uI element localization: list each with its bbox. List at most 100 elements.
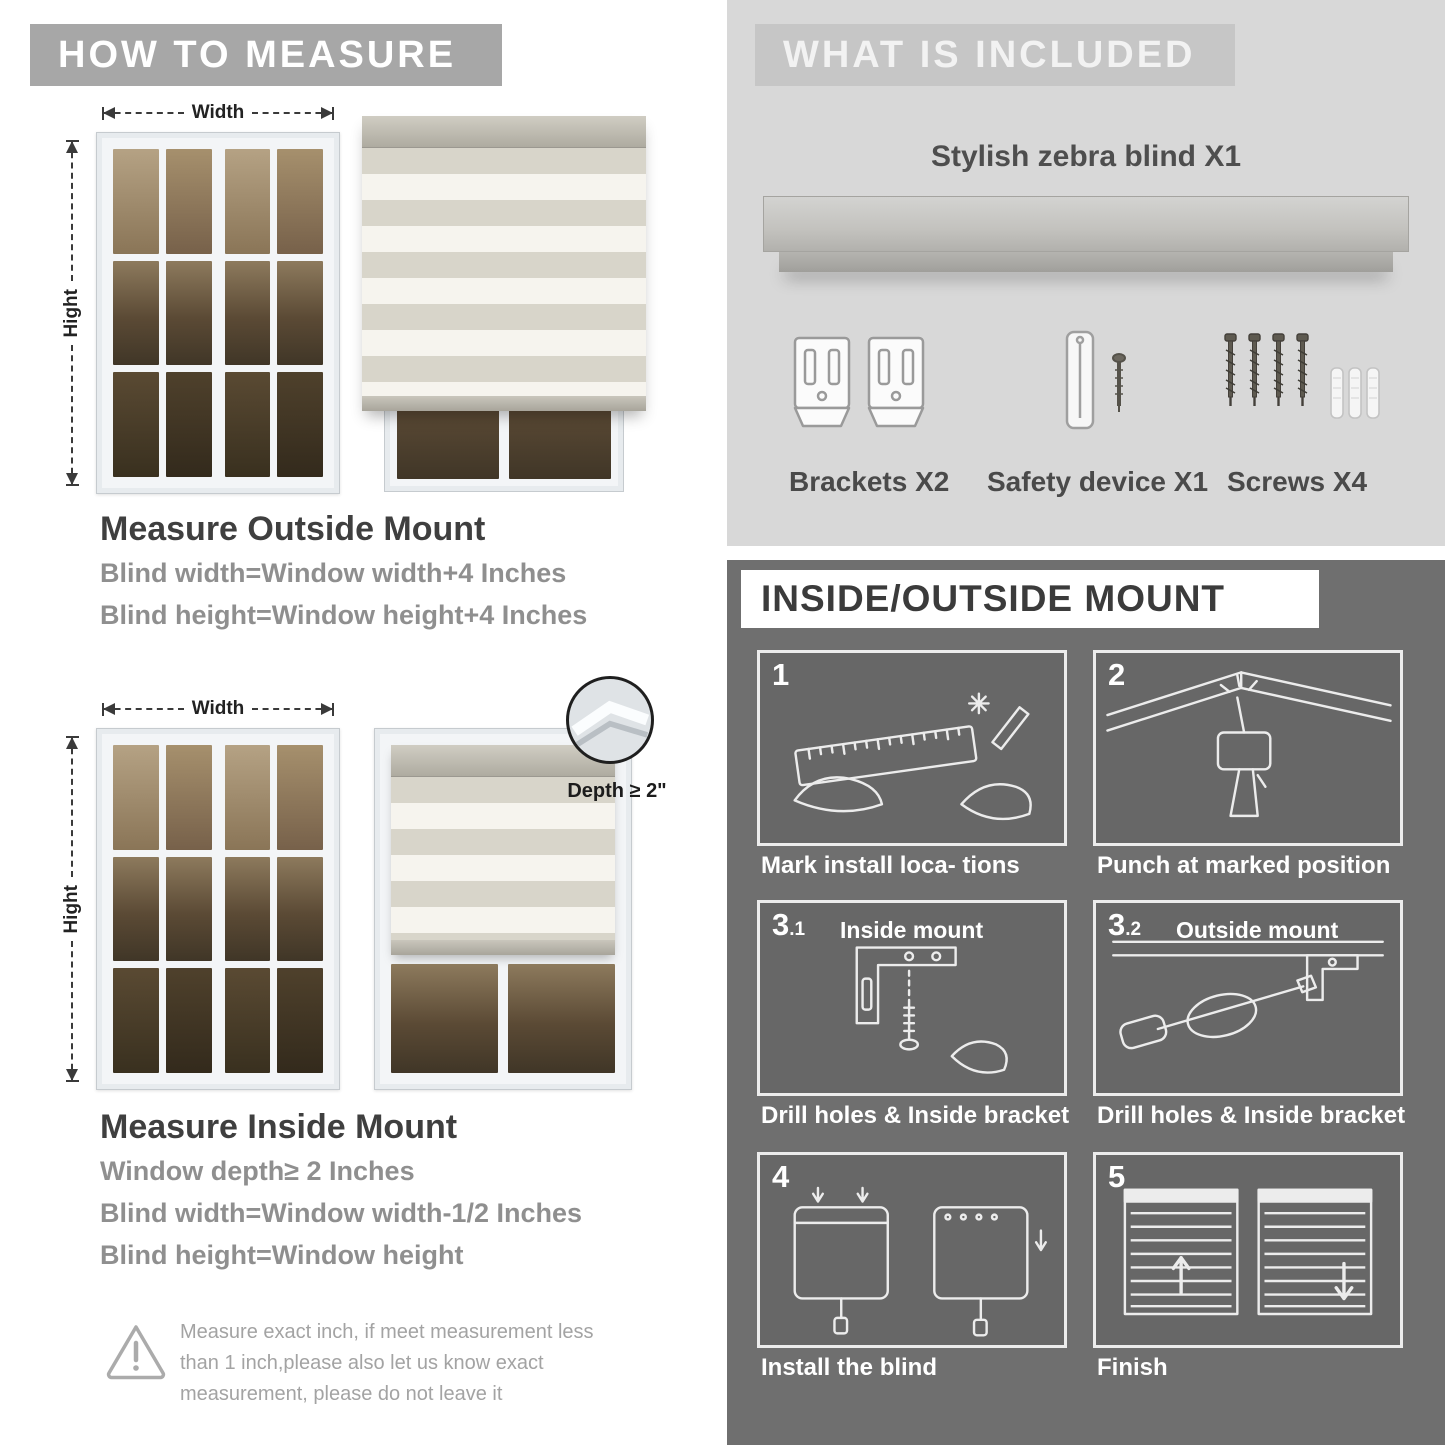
glass-cell [165,260,212,366]
glass-cell [165,856,212,962]
outside-mount-blind-illustration [362,116,646,492]
step-number: 1 [772,657,789,693]
finish-illustration [1123,1188,1373,1316]
inside-mount-formula-width: Blind width=Window width-1/2 Inches [100,1198,583,1228]
glass-cell [113,260,159,366]
blind-bottomrail [362,396,646,411]
mount-guide-section: INSIDE/OUTSIDE MOUNT 1 Mark install lo [727,560,1445,1445]
window-pane [224,745,323,1073]
measure-tick [65,140,79,142]
step-number-main: 1 [772,657,790,692]
glass-cell [277,856,323,962]
glass-cell [391,963,498,1073]
inside-mount-blind-illustration [374,728,632,1090]
step-number-main: 3 [1108,907,1126,942]
window-sash [113,745,323,1073]
window-corner-detail [571,700,650,749]
mount-guide-banner: INSIDE/OUTSIDE MOUNT [741,570,1319,628]
glass-cell [224,968,271,1073]
step-panel-1: 1 [757,650,1067,846]
window-pane [113,149,212,477]
what-is-included-section: WHAT IS INCLUDED Stylish zebra blind X1 [727,0,1445,546]
step-number: 3.2 [1108,907,1141,943]
height-measure-arrow: Hight [61,140,82,487]
glass-cell [113,149,159,254]
glass-cell [224,745,271,850]
measure-tick [332,106,334,120]
step-caption: Punch at marked position [1097,852,1391,879]
window-sash [113,149,323,477]
depth-callout-label: Depth ≥ 2" [567,780,667,802]
step-panel-4: 4 [757,1152,1067,1348]
width-label: Width [191,698,245,719]
step-number-main: 4 [772,1159,790,1194]
step-caption: Drill holes & Inside bracket [1097,1102,1406,1129]
step-caption: Drill holes & Inside bracket [761,1102,1070,1129]
mark-location-illustration [793,692,1032,821]
brackets-label: Brackets X2 [789,466,950,497]
zebra-blind [391,745,615,955]
glass-cell [224,149,271,254]
step-caption: Mark install loca- tions [761,852,1020,879]
height-label: Hight [61,884,82,934]
glass-cell [165,745,212,850]
glass-cell [165,149,212,254]
glass-cell [113,372,159,477]
step-number-main: 2 [1108,657,1126,692]
measure-tick [102,106,104,120]
blind-stripes [362,148,646,396]
bracket-icon [793,336,851,428]
step-caption: Install the blind [761,1354,938,1381]
measure-tick [65,736,79,738]
screws-label: Screws X4 [1227,466,1368,497]
outside-mount-formula-width: Blind width=Window width+4 Inches [100,558,567,588]
step-number-sub: .1 [789,919,806,940]
measurement-warning-text: Measure exact inch, if meet measurement … [180,1317,650,1410]
blind-headrail [362,116,646,148]
what-is-included-banner: WHAT IS INCLUDED [755,24,1235,86]
warning-line-1: Measure exact inch, if meet measurement … [180,1321,594,1343]
glass-cell [277,149,323,254]
height-label: Hight [61,288,82,338]
measure-tick [332,702,334,716]
inside-mount-title: Measure Inside Mount [100,1108,458,1146]
how-to-measure-title: HOW TO MEASURE [58,33,457,76]
window-pane [113,745,212,1073]
safety-device-label: Safety device X1 [987,466,1209,497]
measure-tick [65,1080,79,1083]
step-title: Inside mount [840,917,984,943]
drill-illustration [1106,671,1392,818]
step-number: 3.1 [772,907,805,943]
step-panel-2: 2 [1093,650,1403,846]
step-panel-3-1: 3.1 Inside mount [757,900,1067,1096]
width-measure-arrow: Width [102,102,334,123]
outside-mount-formula-height: Blind height=Window height+4 Inches [100,600,588,630]
glass-cell [224,260,271,366]
brackets-illustration [791,334,927,432]
width-label: Width [191,102,245,123]
height-measure-arrow: Hight [61,736,82,1083]
what-is-included-title: WHAT IS INCLUDED [783,33,1196,76]
safety-device-icon [1065,330,1126,430]
measure-tick [65,484,79,487]
window-pane [224,149,323,477]
measure-line [66,345,78,485]
blind-bottomrail [391,939,615,955]
depth-callout-circle [566,676,654,764]
step-caption: Finish [1097,1354,1168,1381]
step-panel-5: 5 [1093,1152,1403,1348]
measure-line [66,141,78,281]
how-to-measure-banner: HOW TO MEASURE [30,24,502,86]
measure-line [252,703,333,715]
headrail-bar [763,196,1409,252]
glass-cell [165,372,212,477]
headrail-lip [779,252,1393,272]
glass-cell [508,963,615,1073]
glass-cell [224,856,271,962]
step-number: 4 [772,1159,789,1195]
window-illustration-inside [96,728,340,1090]
inside-mount-formula-height: Blind height=Window height [100,1240,464,1270]
inside-mount-column [391,745,615,1073]
glass-cell [277,372,323,477]
